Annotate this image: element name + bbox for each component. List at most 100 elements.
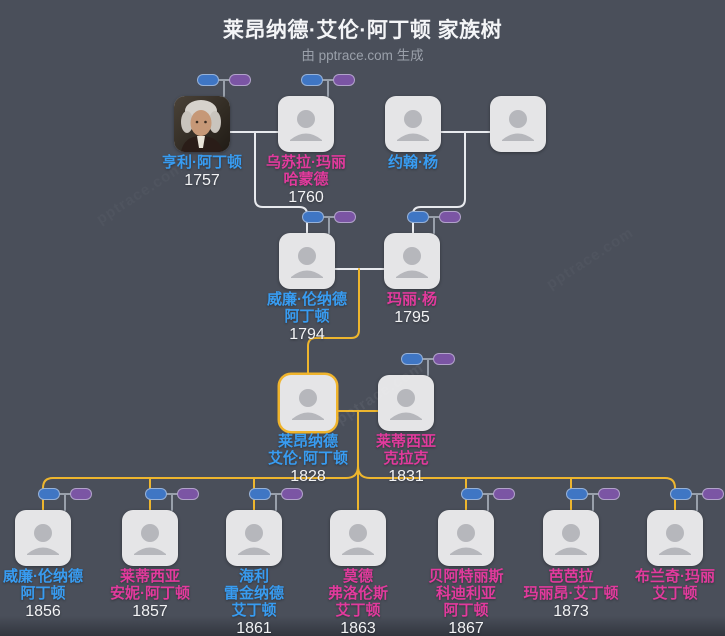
letitia-anne-addington-mother-pill[interactable] — [177, 488, 199, 500]
blanche-mary-addington-mother-pill[interactable] — [702, 488, 724, 500]
ursula-mary-hammond-mother-pill[interactable] — [333, 74, 355, 86]
person-node-ursula-mary-hammond[interactable] — [278, 96, 334, 152]
person-node-william-leonard-addington-jr[interactable] — [15, 510, 71, 566]
person-name-line: 芭芭拉 — [548, 568, 594, 585]
william-leonard-addington-father-pill[interactable] — [302, 211, 324, 223]
person-node-barbara-marion-addington[interactable] — [543, 510, 599, 566]
henry-addington-portrait — [174, 96, 230, 152]
person-name-line: 海利 — [238, 568, 269, 585]
person-name-line: 阿丁顿 — [20, 585, 66, 602]
children-bus-right — [357, 465, 676, 511]
william-couple-to-leonard — [307, 268, 360, 376]
person-birth-year: 1863 — [340, 620, 376, 636]
person-avatar-icon — [502, 110, 534, 141]
william-leonard-addington-mother-pill[interactable] — [334, 211, 356, 223]
person-avatar-icon — [292, 389, 324, 420]
person-avatar-icon — [238, 524, 270, 555]
person-avatar-icon — [291, 247, 323, 278]
letitia-clark-mother-pill[interactable] — [433, 353, 455, 365]
hayley-reginald-addington-father-pill[interactable] — [249, 488, 271, 500]
barbara-marion-addington-father-pill[interactable] — [566, 488, 588, 500]
beatrice-cordelia-addington-father-pill[interactable] — [461, 488, 483, 500]
beatrice-cordelia-addington-mother-pill[interactable] — [493, 488, 515, 500]
person-avatar-icon — [390, 389, 422, 420]
person-name-line: 艾伦·阿丁顿 — [268, 450, 348, 467]
person-node-blanche-mary-addington[interactable] — [647, 510, 703, 566]
person-name-line: 克拉克 — [383, 450, 429, 467]
letitia-anne-addington-father-pill[interactable] — [145, 488, 167, 500]
person-name-line: 艾丁顿 — [652, 585, 698, 602]
person-birth-year: 1873 — [553, 603, 589, 620]
bottom-shadow — [0, 616, 725, 636]
hayley-reginald-addington-mother-pill[interactable] — [281, 488, 303, 500]
person-birth-year: 1794 — [289, 326, 325, 343]
ursula-mary-hammond-father-pill[interactable] — [301, 74, 323, 86]
blanche-mary-addington-father-pill[interactable] — [670, 488, 692, 500]
person-node-letitia-clark[interactable] — [378, 375, 434, 431]
henry-addington-mother-pill[interactable] — [229, 74, 251, 86]
person-avatar-icon — [134, 524, 166, 555]
person-node-john-young-spouse[interactable] — [490, 96, 546, 152]
person-name-line: 威廉·伦纳德 — [267, 291, 347, 308]
person-node-henry-addington[interactable] — [174, 96, 230, 152]
person-name-line: 阿丁顿 — [284, 308, 330, 325]
person-birth-year: 1861 — [236, 620, 272, 636]
person-name-line: 玛丽·杨 — [387, 291, 437, 308]
person-name-line: 安妮·阿丁顿 — [110, 585, 190, 602]
person-birth-year: 1828 — [290, 468, 326, 485]
person-avatar-icon — [555, 524, 587, 555]
william-leonard-addington-jr-father-pill[interactable] — [38, 488, 60, 500]
person-name-line: 玛丽昂·艾丁顿 — [523, 585, 619, 602]
person-birth-year: 1856 — [25, 603, 61, 620]
person-name-line: 弗洛伦斯 — [327, 585, 388, 602]
letitia-clark-father-pill[interactable] — [401, 353, 423, 365]
person-name-line: 雷金纳德 — [223, 585, 284, 602]
person-node-letitia-anne-addington[interactable] — [122, 510, 178, 566]
person-node-william-leonard-addington[interactable] — [279, 233, 335, 289]
person-name-line: 乌苏拉·玛丽 — [266, 154, 346, 171]
children-bus-left — [42, 465, 359, 511]
person-node-leonard-allen-addington[interactable] — [280, 375, 336, 431]
person-birth-year: 1757 — [184, 172, 220, 189]
person-node-beatrice-cordelia-addington[interactable] — [438, 510, 494, 566]
mary-young-father-pill[interactable] — [407, 211, 429, 223]
mary-young-mother-pill[interactable] — [439, 211, 461, 223]
person-avatar-icon — [27, 524, 59, 555]
person-label-blanche-mary-addington: 布兰奇·玛丽艾丁顿 — [595, 568, 725, 602]
person-name-line: 阿丁顿 — [443, 602, 489, 619]
person-node-maud-florence-addington[interactable] — [330, 510, 386, 566]
henry-addington-father-pill[interactable] — [197, 74, 219, 86]
person-name-line: 莫德 — [342, 568, 373, 585]
person-name-line: 科迪利亚 — [435, 585, 496, 602]
person-birth-year: 1795 — [394, 309, 430, 326]
person-avatar-icon — [397, 110, 429, 141]
person-name-line: 莱蒂西亚 — [375, 433, 436, 450]
person-name-line: 威廉·伦纳德 — [3, 568, 83, 585]
person-avatar-icon — [342, 524, 374, 555]
william-leonard-addington-jr-mother-pill[interactable] — [70, 488, 92, 500]
person-node-john-young[interactable] — [385, 96, 441, 152]
person-name-line: 亨利·阿丁顿 — [162, 154, 242, 171]
person-name-line: 莱蒂西亚 — [119, 568, 180, 585]
person-node-mary-young[interactable] — [384, 233, 440, 289]
person-node-hayley-reginald-addington[interactable] — [226, 510, 282, 566]
person-name-line: 哈蒙德 — [283, 171, 329, 188]
person-label-john-young: 约翰·杨 — [333, 154, 493, 171]
person-name-line: 贝阿特丽斯 — [428, 568, 504, 585]
person-avatar-icon — [659, 524, 691, 555]
person-birth-year: 1831 — [388, 468, 424, 485]
page-title: 莱昂纳德·艾伦·阿丁顿 家族树 — [222, 19, 503, 42]
barbara-marion-addington-mother-pill[interactable] — [598, 488, 620, 500]
person-name-line: 莱昂纳德 — [277, 433, 338, 450]
generator-credit: 由 pptrace.com 生成 — [301, 48, 424, 63]
person-name-line: 艾丁顿 — [335, 602, 381, 619]
